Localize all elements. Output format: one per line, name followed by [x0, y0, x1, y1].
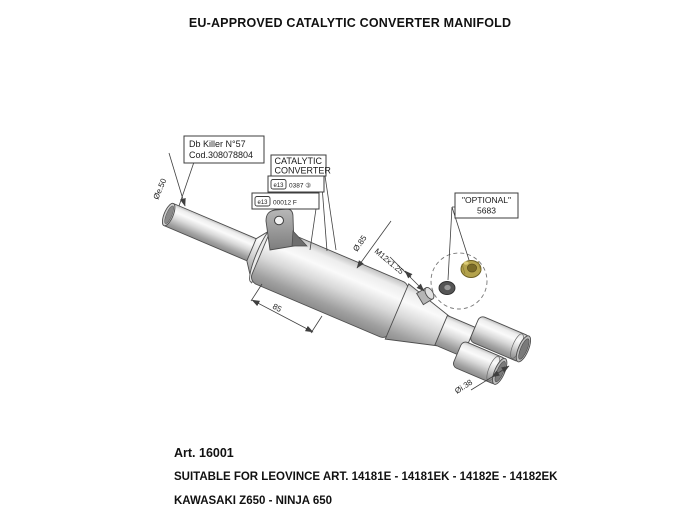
callout-emark-bottom: e13 00012 F — [251, 192, 320, 210]
leader-emark-top — [321, 185, 328, 252]
mounting-bracket — [265, 208, 295, 251]
vehicle-model-text: KAWASAKI Z650 - NINJA 650 — [174, 495, 333, 507]
leader-emark-bottom — [309, 201, 318, 251]
dim-outlet-label: Øi.38 — [453, 377, 474, 395]
optional-box — [454, 192, 519, 219]
dim-length-line — [251, 299, 314, 333]
emark-top-chip-frame — [270, 179, 287, 190]
db-killer-box — [183, 135, 265, 164]
inlet-pipe — [162, 202, 264, 264]
bracket-hole — [274, 215, 284, 226]
optional-line2: 5683 — [477, 206, 496, 216]
callout-db-killer: Db Killer N°57 Cod.308078804 — [183, 135, 265, 164]
dim-outlet-leader — [470, 376, 493, 391]
nut-facets — [461, 260, 482, 275]
dim-inlet-label: Øe.50 — [152, 177, 169, 201]
outlet-bore-rear — [518, 338, 530, 360]
dim-body-label: Ø.85 — [351, 233, 369, 253]
db-killer-line2: Cod.308078804 — [189, 150, 253, 160]
db-killer-line1: Db Killer N°57 — [189, 139, 246, 149]
washer-hole — [444, 284, 451, 291]
article-number: Art. 16001 — [174, 446, 234, 460]
dim-inlet-line — [168, 152, 186, 207]
emark-top-chip: e13 — [274, 183, 285, 189]
callout-catalytic: CATALYTIC CONVERTER — [270, 154, 332, 177]
page-title: EU-APPROVED CATALYTIC CONVERTER MANIFOLD — [188, 16, 512, 30]
emark-bottom-chip-frame — [254, 196, 271, 207]
inlet-mouth-bore — [164, 205, 174, 224]
emark-top-box — [267, 175, 325, 193]
catalytic-line1: CATALYTIC — [275, 156, 323, 166]
dim-body-line — [356, 220, 392, 269]
emark-bottom-code: 00012 F — [273, 200, 297, 207]
bracket-gusset — [291, 230, 308, 247]
optional-detail-circle — [430, 252, 488, 310]
dim-outlet-line — [491, 365, 510, 378]
catalytic-line2: CONVERTER — [275, 166, 332, 176]
nut — [460, 260, 482, 278]
leader-db-killer — [178, 161, 195, 207]
optional-line1: "OPTIONAL" — [462, 195, 511, 205]
nut-highlight — [463, 261, 469, 265]
emark-bottom-chip: e13 — [258, 200, 269, 206]
leader-catalytic — [323, 168, 337, 251]
nut-hole — [467, 263, 477, 273]
dim-length-label: 85 — [271, 302, 284, 314]
callout-emark-top: e13 0387 ③ — [267, 175, 325, 193]
dim-thread-arrow2 — [404, 270, 413, 279]
callout-optional: "OPTIONAL" 5683 — [454, 192, 519, 219]
sensor-boss-face — [424, 287, 435, 300]
emark-top-code: 0387 ③ — [289, 182, 311, 190]
dimension-lines — [168, 152, 510, 391]
suitable-for-text: SUITABLE FOR LEOVINCE ART. 14181E - 1418… — [174, 471, 558, 483]
